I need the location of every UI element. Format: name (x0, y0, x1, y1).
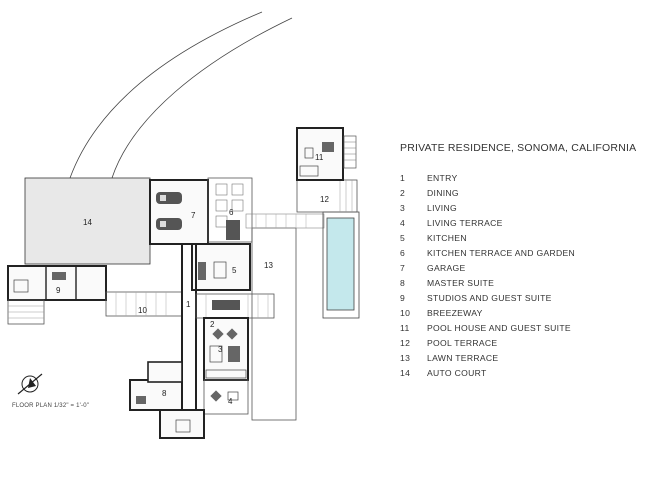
legend-label: POOL HOUSE AND GUEST SUITE (427, 323, 571, 333)
legend-item: 2 DINING (400, 187, 575, 202)
plan-label-2: 2 (210, 320, 215, 329)
lawn-terrace (251, 227, 297, 421)
legend-item: 13 LAWN TERRACE (400, 352, 575, 367)
legend-number: 9 (400, 293, 406, 303)
legend-label: KITCHEN (427, 233, 467, 243)
legend-label: STUDIOS AND GUEST SUITE (427, 293, 552, 303)
dining-table (212, 300, 240, 310)
legend-item: 5 KITCHEN (400, 232, 575, 247)
garage (149, 179, 209, 245)
legend-number: 8 (400, 278, 406, 288)
pool (326, 217, 355, 311)
legend-number: 3 (400, 203, 406, 213)
legend-label: AUTO COURT (427, 368, 487, 378)
plan-title: PRIVATE RESIDENCE, SONOMA, CALIFORNIA (400, 142, 637, 154)
plan-label-6: 6 (229, 208, 234, 217)
legend-item: 14 AUTO COURT (400, 367, 575, 382)
legend-label: LIVING TERRACE (427, 218, 503, 228)
legend-label: ENTRY (427, 173, 458, 183)
plan-label-5: 5 (232, 266, 237, 275)
legend-label: MASTER SUITE (427, 278, 495, 288)
plan-label-10: 10 (138, 306, 147, 315)
plan-label-11: 11 (315, 153, 324, 162)
auto-court (24, 177, 151, 265)
legend-number: 6 (400, 248, 406, 258)
legend-number: 4 (400, 218, 406, 228)
legend: 1 ENTRY 2 DINING 3 LIVING 4 LIVING TERRACE 5… (400, 172, 575, 382)
legend-item: 6 KITCHEN TERRACE AND GARDEN (400, 247, 575, 262)
plan-label-9: 9 (56, 286, 61, 295)
legend-number: 12 (400, 338, 411, 348)
car-2 (156, 218, 182, 230)
plan-label-13: 13 (264, 261, 273, 270)
studios-guest-suite (7, 265, 107, 301)
plan-label-8: 8 (162, 389, 167, 398)
plan-label-4: 4 (228, 397, 233, 406)
legend-label: BREEZEWAY (427, 308, 483, 318)
legend-item: 4 LIVING TERRACE (400, 217, 575, 232)
legend-number: 2 (400, 188, 406, 198)
legend-item: 10 BREEZEWAY (400, 307, 575, 322)
living-terrace (203, 379, 249, 415)
legend-item: 11 POOL HOUSE AND GUEST SUITE (400, 322, 575, 337)
legend-number: 5 (400, 233, 406, 243)
north-arrow-icon (17, 373, 43, 395)
legend-number: 11 (400, 323, 410, 333)
legend-number: 10 (400, 308, 411, 318)
legend-item: 12 POOL TERRACE (400, 337, 575, 352)
plan-label-7: 7 (191, 211, 196, 220)
scale-note: FLOOR PLAN 1/32" = 1'-0" (12, 403, 90, 409)
car-1 (156, 192, 182, 204)
legend-item: 3 LIVING (400, 202, 575, 217)
plan-label-3: 3 (218, 345, 223, 354)
legend-number: 13 (400, 353, 411, 363)
kitchen-terrace (207, 177, 253, 243)
legend-label: GARAGE (427, 263, 466, 273)
legend-number: 7 (400, 263, 406, 273)
plan-label-12: 12 (320, 195, 329, 204)
legend-item: 8 MASTER SUITE (400, 277, 575, 292)
driveway-outer-edge (69, 11, 263, 179)
legend-label: DINING (427, 188, 459, 198)
legend-item: 7 GARAGE (400, 262, 575, 277)
legend-label: POOL TERRACE (427, 338, 498, 348)
legend-number: 1 (400, 173, 406, 183)
driveway-inner-edge (111, 17, 293, 179)
plan-label-1: 1 (186, 300, 191, 309)
legend-label: KITCHEN TERRACE AND GARDEN (427, 248, 576, 258)
legend-item: 1 ENTRY (400, 172, 575, 187)
plan-label-14: 14 (83, 218, 92, 227)
legend-item: 9 STUDIOS AND GUEST SUITE (400, 292, 575, 307)
legend-label: LAWN TERRACE (427, 353, 499, 363)
legend-number: 14 (400, 368, 411, 378)
legend-label: LIVING (427, 203, 457, 213)
master-suite (129, 379, 183, 411)
